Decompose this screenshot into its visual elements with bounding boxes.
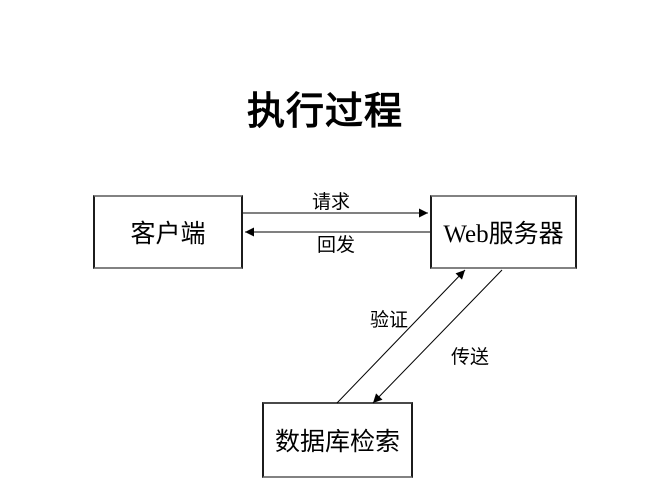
slide-title: 执行过程: [246, 91, 403, 133]
validate-arrow: [336, 269, 466, 404]
web-server-node-label: Web服务器: [443, 221, 564, 248]
postback-arrow-label: 回发: [316, 235, 356, 256]
client-node-label: 客户端: [130, 221, 206, 248]
database-node-box: 数据库检索: [262, 402, 413, 478]
transmit-arrow: [372, 269, 503, 404]
request-arrow-label: 请求: [311, 192, 351, 213]
transmit-arrow-label: 传送: [450, 347, 490, 368]
client-node-box: 客户端: [93, 195, 243, 269]
database-node-label: 数据库检索: [274, 429, 400, 456]
web-server-node-box: Web服务器: [430, 195, 577, 269]
validate-arrow-label: 验证: [369, 310, 409, 331]
